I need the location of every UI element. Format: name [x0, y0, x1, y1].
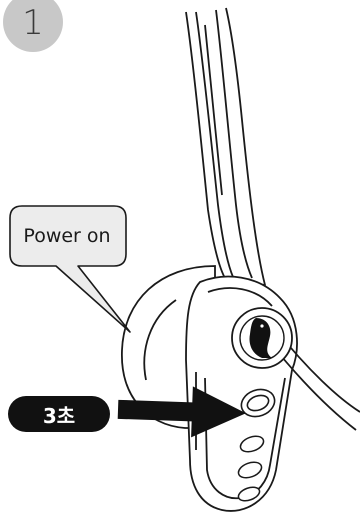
step-number: 1 [4, 0, 62, 46]
duration-label: 3초 [8, 396, 110, 432]
callout-label: Power on [12, 216, 122, 256]
logo-disk [232, 308, 292, 368]
headband [186, 8, 265, 285]
